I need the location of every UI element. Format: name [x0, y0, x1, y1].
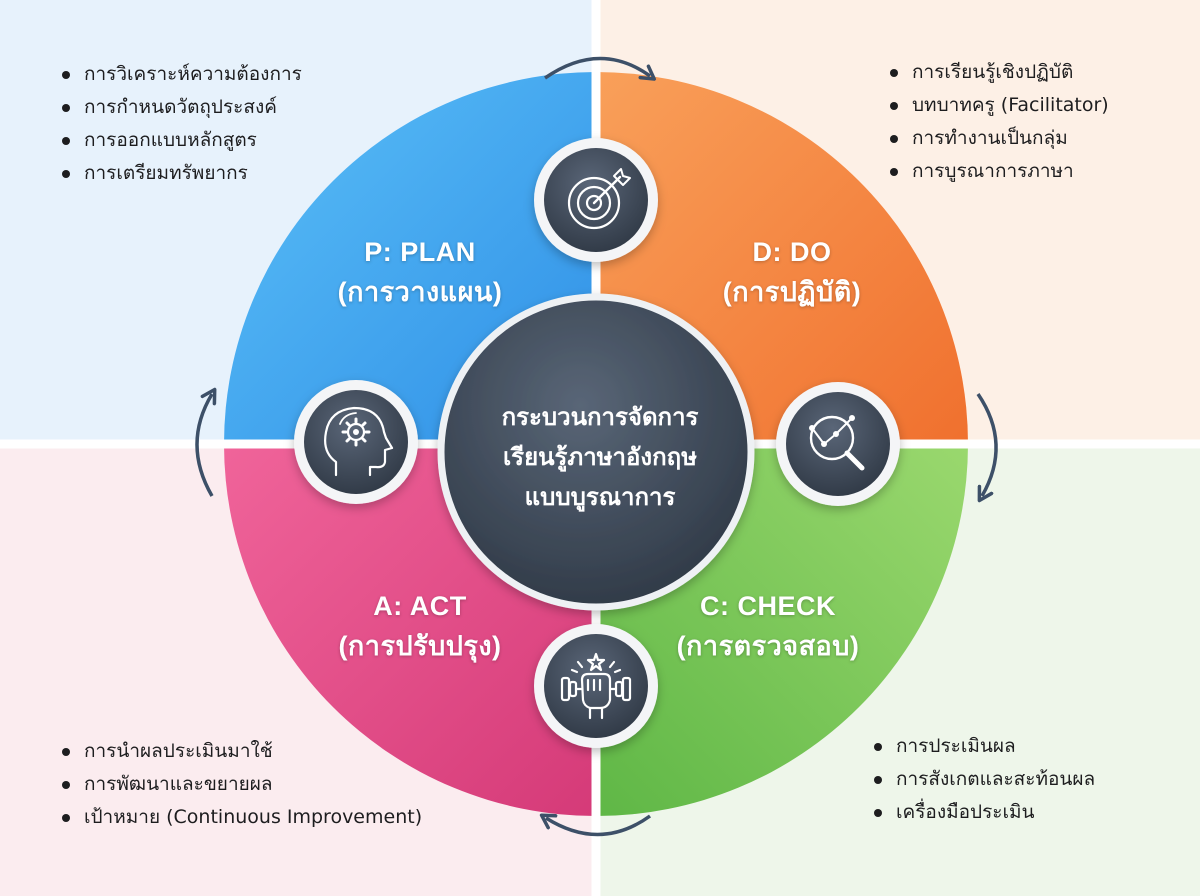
plan-bullet-list: การวิเคราะห์ความต้องการ การกำหนดวัตถุประ… [58, 58, 302, 190]
phase-title-act: A: ACT [373, 591, 467, 621]
center-title-line-2: เรียนรู้ภาษาอังกฤษ [502, 444, 698, 471]
arrow-do-to-check [976, 393, 998, 503]
list-item: การกำหนดวัตถุประสงค์ [58, 91, 302, 124]
list-item: การนำผลประเมินมาใช้ [58, 735, 422, 768]
list-item: การสังเกตและสะท้อนผล [870, 763, 1095, 796]
magnifier-chart-icon [776, 382, 900, 506]
center-title: กระบวนการจัดการ เรียนรู้ภาษาอังกฤษ แบบบู… [450, 398, 750, 518]
phase-title-check: C: CHECK [700, 591, 836, 621]
center-hub [437, 293, 755, 611]
fist-dumbbell-icon [534, 624, 658, 748]
list-item: เป้าหมาย (Continuous Improvement) [58, 801, 422, 834]
phase-title-plan: P: PLAN [364, 237, 476, 267]
head-gear-icon [294, 380, 418, 504]
arrow-plan-to-do [544, 56, 657, 81]
target-icon [534, 138, 658, 262]
list-item: การออกแบบหลักสูตร [58, 124, 302, 157]
phase-subtitle-act: (การปรับปรุง) [338, 631, 502, 661]
list-item: การประเมินผล [870, 730, 1095, 763]
arrow-check-to-act [539, 813, 652, 837]
center-title-line-3: แบบบูรณาการ [524, 484, 676, 511]
phase-label-check: C: CHECK (การตรวจสอบ) [618, 586, 918, 666]
do-bullet-list: การเรียนรู้เชิงปฏิบัติ บทบาทครู (Facilit… [886, 56, 1109, 188]
phase-subtitle-do: (การปฏิบัติ) [722, 277, 862, 307]
list-item: การเตรียมทรัพยากร [58, 157, 302, 190]
phase-label-act: A: ACT (การปรับปรุง) [270, 586, 570, 666]
act-bullet-list: การนำผลประเมินมาใช้ การพัฒนาและขยายผล เป… [58, 735, 422, 834]
list-item: การพัฒนาและขยายผล [58, 768, 422, 801]
list-item: การเรียนรู้เชิงปฏิบัติ [886, 56, 1109, 89]
list-item: การวิเคราะห์ความต้องการ [58, 58, 302, 91]
phase-label-plan: P: PLAN (การวางแผน) [270, 232, 570, 312]
phase-subtitle-check: (การตรวจสอบ) [676, 631, 860, 661]
list-item: เครื่องมือประเมิน [870, 796, 1095, 829]
list-item: การทำงานเป็นกลุ่ม [886, 122, 1109, 155]
phase-title-do: D: DO [752, 237, 832, 267]
list-item: บทบาทครู (Facilitator) [886, 89, 1109, 122]
arrow-act-to-plan [195, 387, 217, 497]
phase-label-do: D: DO (การปฏิบัติ) [642, 232, 942, 312]
center-title-line-1: กระบวนการจัดการ [501, 404, 699, 431]
phase-subtitle-plan: (การวางแผน) [337, 277, 503, 307]
list-item: การบูรณาการภาษา [886, 155, 1109, 188]
check-bullet-list: การประเมินผล การสังเกตและสะท้อนผล เครื่อ… [870, 730, 1095, 829]
